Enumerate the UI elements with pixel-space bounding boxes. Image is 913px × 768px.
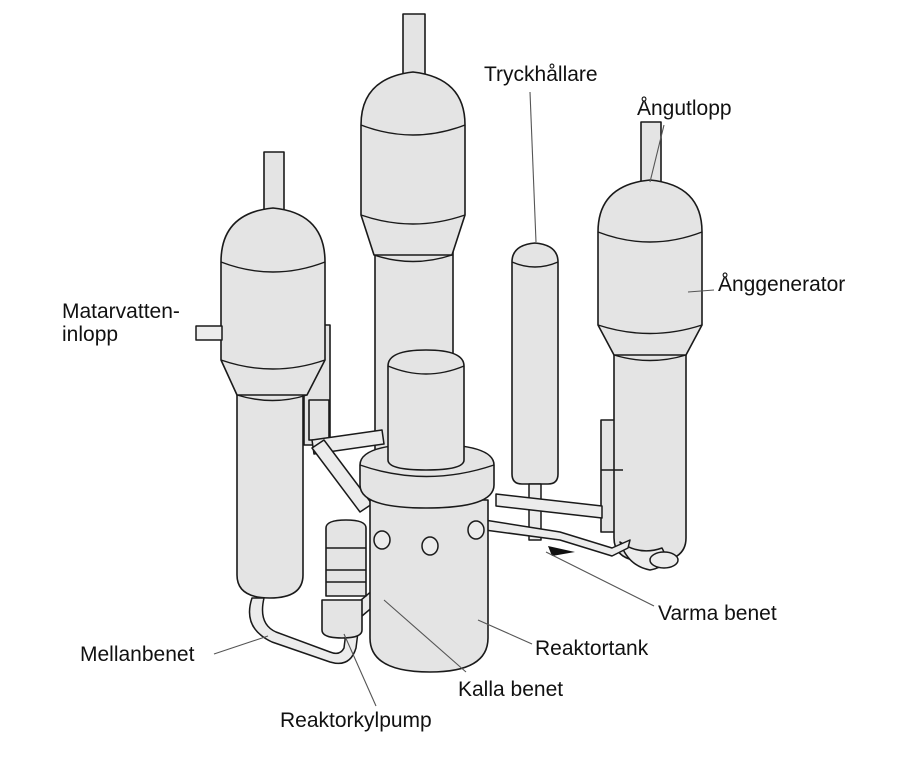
label-pressurizer: Tryckhållare <box>484 63 598 86</box>
label-crossover-leg: Mellanbenet <box>80 643 195 666</box>
label-coolant-pump: Reaktorkylpump <box>280 709 432 732</box>
steam-generator-right <box>597 121 703 571</box>
label-feedwater: Matarvatten- <box>62 300 180 323</box>
label-steam-outlet: Ångutlopp <box>637 97 732 120</box>
steam-generator-left <box>220 151 331 599</box>
reactor-vessel <box>359 349 495 673</box>
label-feedwater-inlet: inlopp <box>62 323 119 346</box>
leader-lines <box>213 91 715 707</box>
steam-generator-back <box>360 13 466 461</box>
label-reactor-vessel: Reaktortank <box>535 637 649 660</box>
label-steam-generator: Ånggenerator <box>718 273 846 296</box>
feedwater-inlet-pipe <box>195 325 223 341</box>
label-cold-leg: Kalla benet <box>458 678 564 701</box>
label-hot-leg: Varma benet <box>658 602 777 625</box>
pressurizer <box>511 242 559 541</box>
reactor-coolant-pump <box>321 519 367 639</box>
